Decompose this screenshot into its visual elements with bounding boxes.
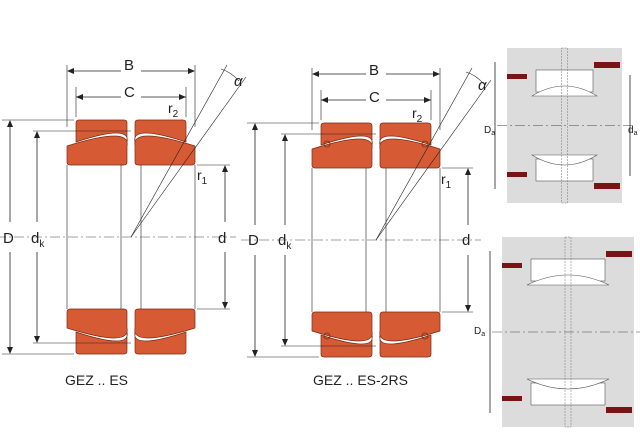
label-d: d [462, 232, 470, 249]
label-C: C [369, 89, 380, 106]
tilt-line [375, 79, 492, 241]
caption-gez-es: GEZ .. ES [65, 372, 128, 388]
alpha-arc [465, 71, 485, 85]
label-dk: dk [278, 232, 292, 252]
label-B: B [124, 57, 134, 74]
spacer-ring [507, 172, 527, 177]
label-r1: r1 [441, 171, 452, 191]
right-dimension-labels: B C D dk d r2 r1 α [248, 62, 487, 252]
outer-ring [379, 334, 432, 358]
seal [421, 332, 429, 340]
inner-ring [66, 308, 128, 339]
seal [421, 140, 429, 148]
caption-gez-es-2rs: GEZ .. ES-2RS [313, 372, 408, 388]
spacer-ring [606, 251, 632, 257]
label-Da-bottom: Da [474, 326, 485, 338]
tilt-line [130, 76, 247, 238]
inner-ring [134, 135, 196, 166]
label-d: d [218, 230, 226, 247]
bearing-inner [530, 154, 599, 166]
inner-ring [311, 311, 373, 342]
label-alpha: α [234, 73, 243, 90]
tilt-line [130, 64, 228, 238]
alpha-arc [220, 68, 240, 82]
bearing-inner [526, 378, 610, 390]
tilt-line [375, 67, 473, 241]
label-dk: dk [31, 230, 45, 250]
bearing-gez-es [0, 64, 247, 355]
label-D: D [248, 232, 259, 249]
spacer-ring [606, 407, 632, 413]
label-B: B [369, 62, 379, 79]
label-alpha: α [478, 77, 487, 94]
inner-ring [311, 138, 373, 169]
seal [323, 140, 331, 148]
bearing-inner [526, 274, 610, 286]
label-da-top: da [628, 125, 638, 137]
outer-ring [379, 122, 432, 146]
outer-ring [134, 119, 187, 143]
left-dimension-labels: B C D dk d r2 r1 α [3, 57, 243, 250]
lube-hole [561, 47, 568, 204]
inner-ring [134, 308, 196, 339]
seal [323, 332, 331, 340]
label-C: C [124, 84, 135, 101]
inner-ring [379, 311, 441, 342]
spacer-ring [507, 74, 527, 79]
spacer-ring [594, 183, 620, 189]
bearing-gez-es-2rs [241, 67, 492, 358]
mounting-detail-bottom [489, 236, 640, 428]
mounting-detail-top [494, 47, 632, 204]
label-D: D [3, 230, 14, 247]
bearing-inner [530, 85, 599, 97]
label-r2: r2 [168, 100, 179, 120]
outer-ring [134, 331, 187, 355]
spacer-ring [594, 62, 620, 68]
spacer-ring [502, 396, 522, 401]
label-r2: r2 [412, 105, 423, 125]
inner-ring [66, 135, 128, 166]
inner-ring [379, 138, 441, 169]
label-Da-top: Da [484, 125, 495, 137]
label-r1: r1 [197, 167, 208, 187]
spacer-ring [502, 263, 522, 268]
